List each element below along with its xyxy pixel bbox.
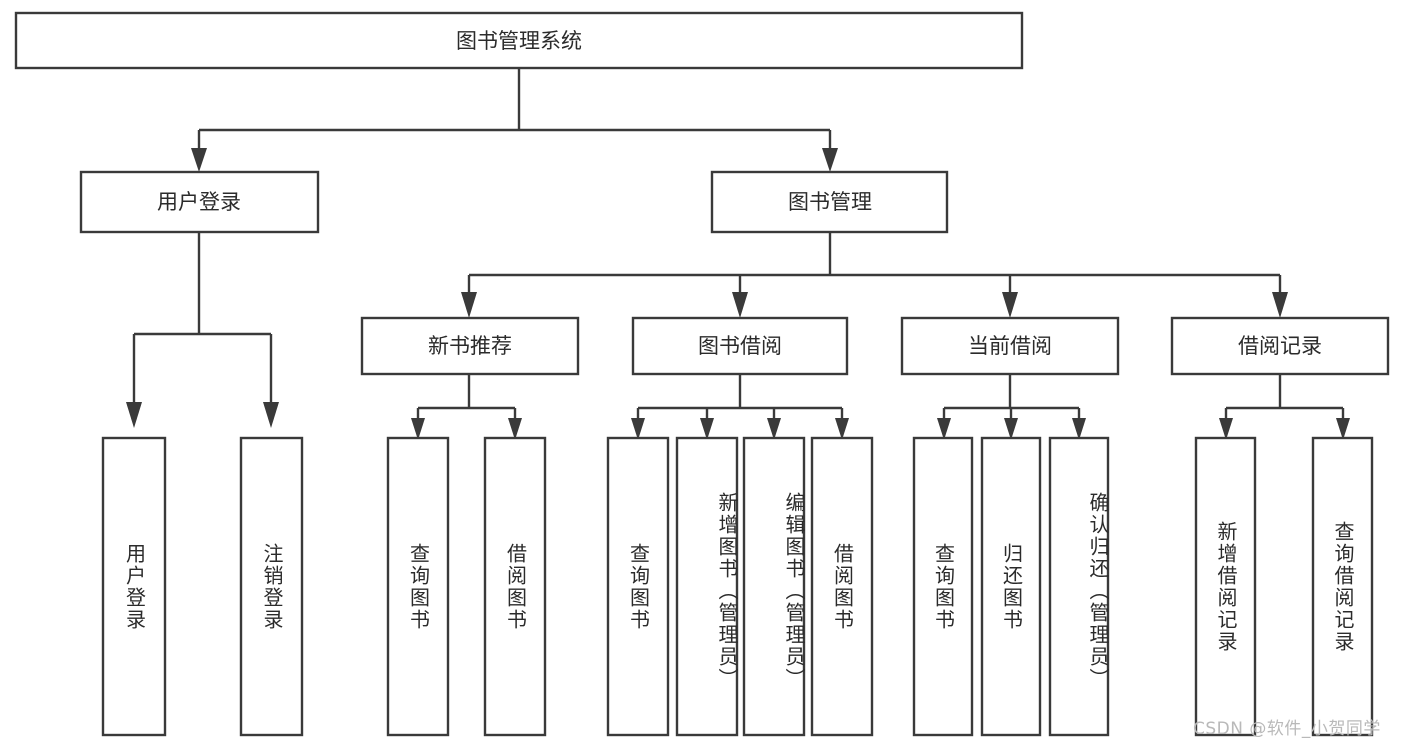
connector-root-to-level2 xyxy=(191,68,838,172)
leaf-user-logout-box[interactable] xyxy=(239,436,304,737)
arrowhead-leaf-confirm-return xyxy=(1072,418,1086,440)
node-borrow-record[interactable]: 借阅记录 xyxy=(1170,316,1390,376)
node-book-manage-label: 图书管理 xyxy=(788,190,872,214)
leaf-borrow-book-2-box[interactable] xyxy=(810,436,874,737)
arrowhead-book-manage xyxy=(822,148,838,172)
node-borrow-record-box[interactable] xyxy=(1170,316,1390,376)
connector-new-book-to-leaves xyxy=(411,374,522,440)
leaf-edit-book-box[interactable] xyxy=(742,436,806,737)
node-book-manage[interactable]: 图书管理 xyxy=(710,170,949,234)
node-book-borrow-label: 图书借阅 xyxy=(698,334,782,358)
connector-book-borrow-to-leaves xyxy=(631,374,849,440)
arrowhead-leaf-query-book-1 xyxy=(411,418,425,440)
node-borrow-record-label: 借阅记录 xyxy=(1238,334,1322,358)
arrowhead-leaf-query-book-2 xyxy=(631,418,645,440)
node-current-borrow[interactable]: 当前借阅 xyxy=(900,316,1120,376)
arrowhead-new-book-recommend xyxy=(461,292,477,318)
leaf-confirm-return-box[interactable] xyxy=(1048,436,1110,737)
node-book-manage-box[interactable] xyxy=(710,170,949,234)
leaf-boxes xyxy=(101,436,1374,737)
leaf-user-login-box[interactable] xyxy=(101,436,167,737)
arrowhead-leaf-query-book-3 xyxy=(937,418,951,440)
node-current-borrow-label: 当前借阅 xyxy=(968,334,1052,358)
connector-borrow-record-to-leaves xyxy=(1219,374,1350,440)
csdn-watermark: CSDN @软件_小贺同学 xyxy=(1193,719,1381,739)
leaf-add-record-box[interactable] xyxy=(1194,436,1257,737)
arrowhead-user-login xyxy=(191,148,207,172)
leaf-add-book-box[interactable] xyxy=(675,436,739,737)
arrowhead-leaf-borrow-book-2 xyxy=(835,418,849,440)
node-root-label: 图书管理系统 xyxy=(456,29,582,53)
node-current-borrow-box[interactable] xyxy=(900,316,1120,376)
node-root-box[interactable] xyxy=(14,11,1024,70)
arrowhead-leaf-query-record xyxy=(1336,418,1350,440)
arrowhead-leaf-borrow-book-1 xyxy=(508,418,522,440)
connector-book-manage-to-level3 xyxy=(461,232,1288,318)
node-book-borrow-box[interactable] xyxy=(631,316,849,376)
node-user-login-box[interactable] xyxy=(79,170,320,234)
node-user-login[interactable]: 用户登录 xyxy=(79,170,320,234)
leaf-return-book-box[interactable] xyxy=(980,436,1042,737)
node-root[interactable]: 图书管理系统 xyxy=(14,11,1024,70)
leaf-query-book-3-box[interactable] xyxy=(912,436,974,737)
node-user-login-label: 用户登录 xyxy=(157,190,241,214)
node-book-borrow[interactable]: 图书借阅 xyxy=(631,316,849,376)
arrowhead-borrow-record xyxy=(1272,292,1288,318)
leaf-borrow-book-1-box[interactable] xyxy=(483,436,547,737)
arrowhead-leaf-add-book xyxy=(700,418,714,440)
node-new-book-recommend[interactable]: 新书推荐 xyxy=(360,316,580,376)
node-new-book-recommend-label: 新书推荐 xyxy=(428,334,512,358)
leaf-query-book-2-box[interactable] xyxy=(606,436,670,737)
connector-current-borrow-to-leaves xyxy=(937,374,1086,440)
arrowhead-leaf-return-book xyxy=(1004,418,1018,440)
arrowhead-leaf-user-logout xyxy=(263,402,279,428)
arrowhead-leaf-add-record xyxy=(1219,418,1233,440)
node-new-book-recommend-box[interactable] xyxy=(360,316,580,376)
arrowhead-current-borrow xyxy=(1002,292,1018,318)
arrowhead-leaf-edit-book xyxy=(767,418,781,440)
leaf-query-record-box[interactable] xyxy=(1311,436,1374,737)
arrowhead-leaf-user-login xyxy=(126,402,142,428)
leaf-query-book-1-box[interactable] xyxy=(386,436,450,737)
connector-user-login-to-leaves xyxy=(126,232,279,428)
arrowhead-book-borrow xyxy=(732,292,748,318)
